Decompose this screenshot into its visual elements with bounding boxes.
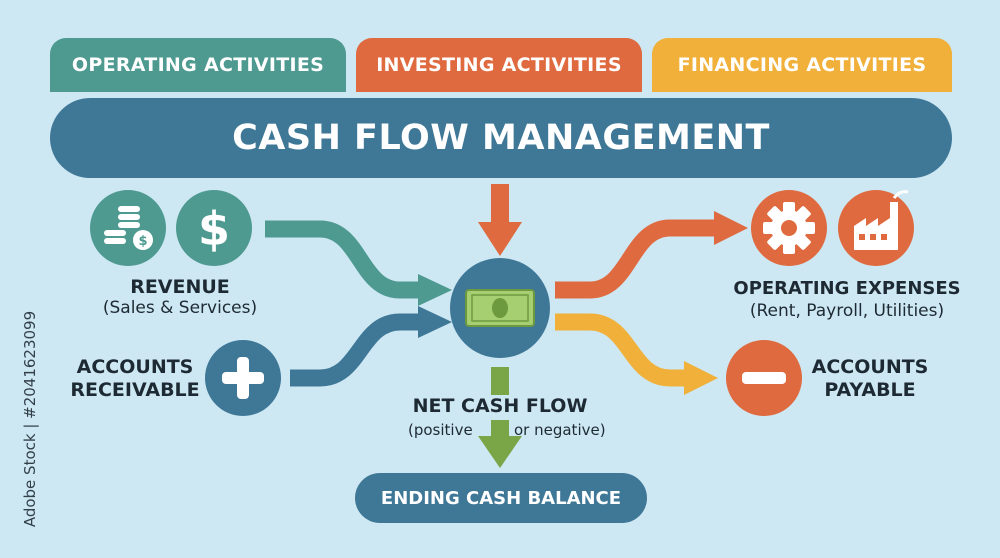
revenue-title: REVENUE [130, 276, 230, 298]
arrow-revenue [265, 220, 452, 306]
net-cash-flow-subtitle-left: (positive [408, 421, 473, 439]
tab-investing-activities: INVESTING ACTIVITIES [356, 38, 642, 92]
operating-expenses-subtitle: (Rent, Payroll, Utilities) [749, 301, 945, 321]
revenue-subtitle: (Sales & Services) [102, 298, 258, 318]
accounts-payable-label: ACCOUNTS PAYABLE [800, 356, 940, 402]
factory-icon [838, 190, 914, 266]
minus-icon [726, 340, 802, 416]
cash-icon [450, 258, 550, 358]
svg-text:$: $ [138, 234, 147, 249]
arrow-receivable [290, 306, 452, 387]
watermark-text: Adobe Stock | #2041623099 [21, 310, 39, 528]
arrow-from-banner [478, 184, 522, 256]
plus-icon [205, 340, 281, 416]
receivable-line1: ACCOUNTS [76, 356, 194, 378]
tab-financing-activities: FINANCING ACTIVITIES [652, 38, 952, 92]
arrow-to-ending [478, 367, 522, 468]
arrow-expenses [555, 211, 748, 299]
svg-text:$: $ [198, 202, 230, 256]
dollar-icon: $ [176, 190, 252, 266]
operating-expenses-title: OPERATING EXPENSES [733, 278, 961, 299]
receivable-line2: RECEIVABLE [70, 379, 200, 401]
ending-cash-balance: ENDING CASH BALANCE [355, 473, 647, 523]
accounts-receivable-label: ACCOUNTS RECEIVABLE [60, 356, 210, 402]
gear-icon [751, 190, 827, 266]
net-cash-flow-title: NET CASH FLOW [412, 395, 588, 417]
tab-operating-activities: OPERATING ACTIVITIES [50, 38, 346, 92]
coins-icon: $ [90, 190, 166, 266]
arrow-payable [555, 313, 718, 395]
payable-line1: ACCOUNTS [811, 356, 929, 378]
page-title: CASH FLOW MANAGEMENT [50, 98, 952, 178]
net-cash-flow-subtitle-right: or negative) [514, 421, 606, 439]
payable-line2: PAYABLE [824, 379, 916, 401]
